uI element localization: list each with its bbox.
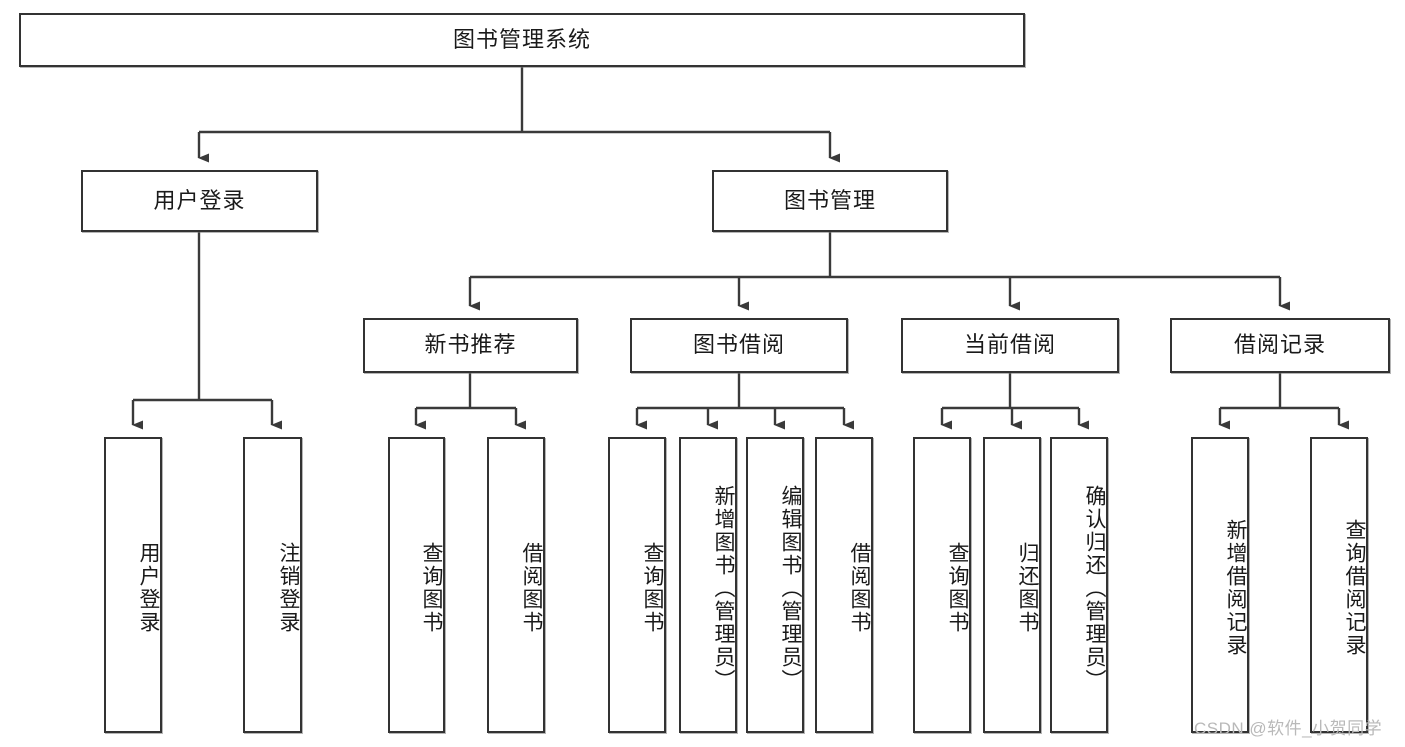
node-label: 借阅图书 xyxy=(520,542,543,634)
node-L4[interactable]: 借阅图书 xyxy=(487,437,545,733)
node-n3b[interactable]: 图书借阅 xyxy=(630,318,848,373)
csdn-watermark: CSDN @软件_小贺同学 xyxy=(1194,719,1383,738)
node-label: 编辑图书（管理员） xyxy=(779,484,802,692)
node-L13[interactable]: 查询借阅记录 xyxy=(1310,437,1368,733)
node-label: 图书借阅 xyxy=(692,332,785,358)
node-label: 用户登录 xyxy=(153,187,246,213)
node-n3a[interactable]: 新书推荐 xyxy=(363,318,578,373)
node-label: 新增图书（管理员） xyxy=(712,484,735,692)
node-L8[interactable]: 借阅图书 xyxy=(815,437,873,733)
node-L9[interactable]: 查询图书 xyxy=(913,437,971,733)
node-label: 用户登录 xyxy=(137,542,160,634)
node-L10[interactable]: 归还图书 xyxy=(983,437,1041,733)
node-n2b[interactable]: 图书管理 xyxy=(712,170,948,232)
node-label: 查询图书 xyxy=(946,542,969,634)
node-L3[interactable]: 查询图书 xyxy=(388,437,445,733)
node-label: 新书推荐 xyxy=(424,332,517,358)
node-label: 归还图书 xyxy=(1016,542,1039,634)
node-label: 借阅图书 xyxy=(848,542,871,634)
node-label: 新增借阅记录 xyxy=(1224,519,1247,657)
node-L5[interactable]: 查询图书 xyxy=(608,437,666,733)
node-label: 查询借阅记录 xyxy=(1343,519,1366,657)
node-label: 图书管理系统 xyxy=(452,26,591,52)
node-n3c[interactable]: 当前借阅 xyxy=(901,318,1119,373)
node-label: 当前借阅 xyxy=(963,332,1056,358)
node-root[interactable]: 图书管理系统 xyxy=(19,13,1025,67)
node-label: 查询图书 xyxy=(641,542,664,634)
node-L11[interactable]: 确认归还（管理员） xyxy=(1050,437,1108,733)
node-L1[interactable]: 用户登录 xyxy=(104,437,162,733)
node-label: 确认归还（管理员） xyxy=(1083,484,1106,692)
node-L7[interactable]: 编辑图书（管理员） xyxy=(746,437,804,733)
node-n2a[interactable]: 用户登录 xyxy=(81,170,318,232)
node-label: 图书管理 xyxy=(783,187,876,213)
node-L12[interactable]: 新增借阅记录 xyxy=(1191,437,1249,733)
node-label: 注销登录 xyxy=(277,542,300,634)
node-label: 查询图书 xyxy=(420,542,443,634)
node-label: 借阅记录 xyxy=(1233,332,1326,358)
node-n3d[interactable]: 借阅记录 xyxy=(1170,318,1390,373)
node-L2[interactable]: 注销登录 xyxy=(243,437,302,733)
node-L6[interactable]: 新增图书（管理员） xyxy=(679,437,737,733)
